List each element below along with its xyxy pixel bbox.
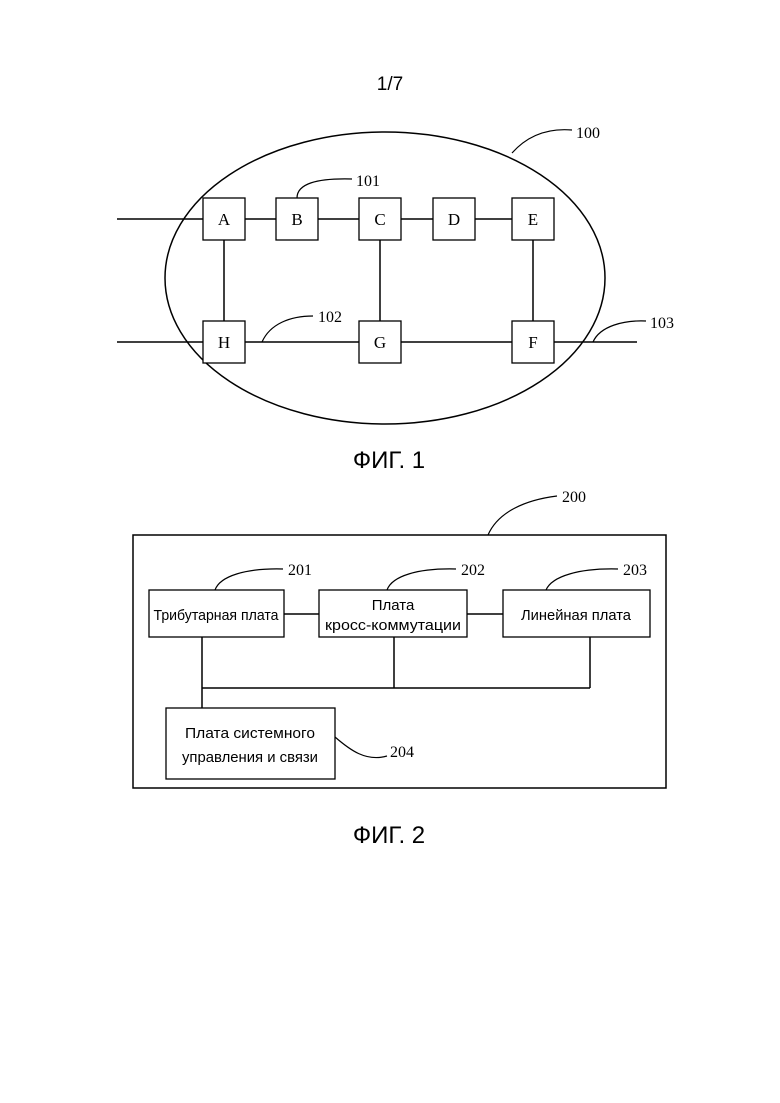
network-ellipse (165, 132, 605, 424)
ref-202-label: 202 (461, 562, 485, 579)
control-board-label-line1: Плата системного (185, 725, 315, 742)
line-board-label: Линейная плата (521, 607, 632, 624)
node-d-label: D (448, 210, 460, 229)
figure-2-caption: ФИГ. 2 (353, 822, 425, 849)
node-c: C (359, 198, 401, 240)
cross-connect-board-label-line2: кросс-коммутации (325, 617, 461, 634)
ref-203-label: 203 (623, 562, 647, 579)
control-board-label-line2: управления и связи (182, 749, 318, 766)
node-e: E (512, 198, 554, 240)
ref-204-label: 204 (390, 744, 414, 761)
node-b: B (276, 198, 318, 240)
node-g: G (359, 321, 401, 363)
figure-1-caption: ФИГ. 1 (353, 447, 425, 474)
ref-103-leader (593, 321, 646, 342)
ref-102-leader (262, 316, 313, 342)
ref-203-leader (546, 569, 618, 590)
ref-200-leader (488, 496, 557, 535)
ref-202-leader (387, 569, 456, 590)
node-a: A (203, 198, 245, 240)
node-e-label: E (528, 210, 538, 229)
node-b-label: B (291, 210, 302, 229)
tributary-board: Трибутарная плата (149, 590, 284, 637)
line-board: Линейная плата (503, 590, 650, 637)
node-g-label: G (374, 333, 386, 352)
node-f-label: F (528, 333, 537, 352)
ref-101-leader (297, 179, 352, 198)
cross-connect-board: Плата кросс-коммутации (319, 590, 467, 637)
tributary-board-label: Трибутарная плата (154, 607, 280, 624)
figure-1: A B C D E H G F 100 (117, 125, 674, 474)
page-number: 1/7 (377, 74, 403, 95)
ref-100-leader (512, 130, 572, 153)
ref-201-leader (215, 569, 283, 590)
ref-201-label: 201 (288, 562, 312, 579)
ref-100-label: 100 (576, 125, 600, 142)
node-h: H (203, 321, 245, 363)
ref-200-label: 200 (562, 489, 586, 506)
node-h-label: H (218, 333, 230, 352)
ref-101-label: 101 (356, 173, 380, 190)
node-f: F (512, 321, 554, 363)
cross-connect-board-label-line1: Плата (372, 597, 415, 614)
node-a-label: A (218, 210, 231, 229)
ref-103-label: 103 (650, 315, 674, 332)
node-c-label: C (374, 210, 385, 229)
figure-2: Трибутарная плата Плата кросс-коммутации… (133, 489, 666, 849)
ref-204-leader (335, 737, 387, 758)
control-board: Плата системного управления и связи (166, 708, 335, 779)
ref-102-label: 102 (318, 309, 342, 326)
node-d: D (433, 198, 475, 240)
